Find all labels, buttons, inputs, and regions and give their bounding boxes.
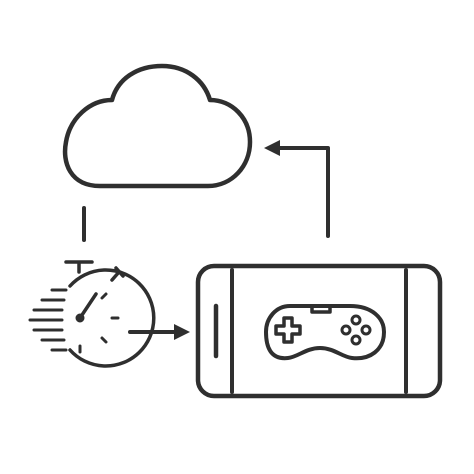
cloud-icon: [62, 63, 253, 189]
stopwatch-icon: [28, 260, 156, 368]
phone-cloud-arrow: [264, 140, 330, 238]
smartphone-icon: [195, 263, 443, 399]
stopwatch-phone-arrow: [128, 324, 190, 340]
gamepad-icon: [264, 304, 386, 361]
